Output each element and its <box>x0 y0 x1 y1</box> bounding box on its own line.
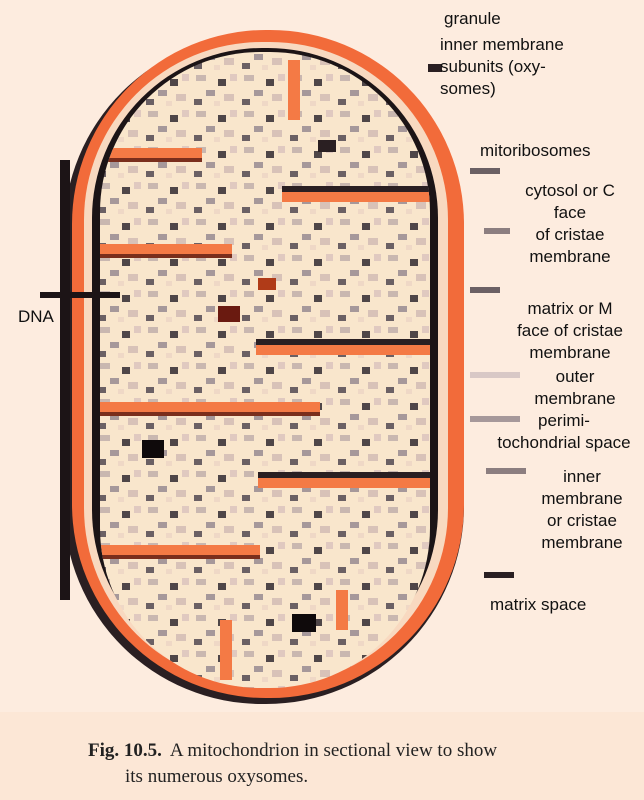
granule-dot <box>258 278 276 290</box>
label-matrix-face: matrix or M face of cristae membrane <box>496 298 644 364</box>
crista <box>100 402 320 412</box>
crista <box>100 158 202 162</box>
crista <box>100 555 260 559</box>
granule-dot <box>318 140 336 152</box>
granule-dot <box>218 306 240 322</box>
crista <box>100 148 202 158</box>
caption-number: Fig. 10.5. <box>88 740 162 761</box>
label-mitoribosomes: mitoribosomes <box>480 140 630 162</box>
crista <box>256 339 432 345</box>
crista <box>336 590 348 630</box>
crista <box>282 192 432 202</box>
crista <box>256 345 432 355</box>
caption-line-1: A mitochondrion in sectional view to sho… <box>170 740 497 761</box>
left-dark-edge <box>60 160 70 600</box>
crista <box>258 478 432 488</box>
granule-dot <box>292 614 316 632</box>
caption-line-2: its numerous oxysomes. <box>88 764 628 790</box>
crista <box>220 620 232 680</box>
crista <box>100 254 232 258</box>
matrix <box>100 52 430 688</box>
crista <box>282 186 432 192</box>
crista <box>100 412 320 416</box>
label-inner-membrane: inner membrane or cristae membrane <box>522 466 642 554</box>
crista <box>288 60 300 120</box>
crista <box>100 244 232 254</box>
label-perimitochondrial: perimi- tochondrial space <box>486 410 642 454</box>
crista <box>258 472 432 478</box>
label-cytosol-face: cytosol or C face of cristae membrane <box>500 180 640 268</box>
label-dna: DNA <box>18 306 68 328</box>
crista <box>100 545 260 555</box>
figure-caption: Fig. 10.5. A mitochondrion in sectional v… <box>88 738 628 790</box>
label-matrix-space: matrix space <box>490 594 620 616</box>
label-outer-membrane: outer membrane <box>520 366 630 410</box>
label-granule: granule <box>444 8 544 30</box>
granule-dot <box>142 440 164 458</box>
label-oxysomes: inner membrane subunits (oxy- somes) <box>440 34 580 100</box>
